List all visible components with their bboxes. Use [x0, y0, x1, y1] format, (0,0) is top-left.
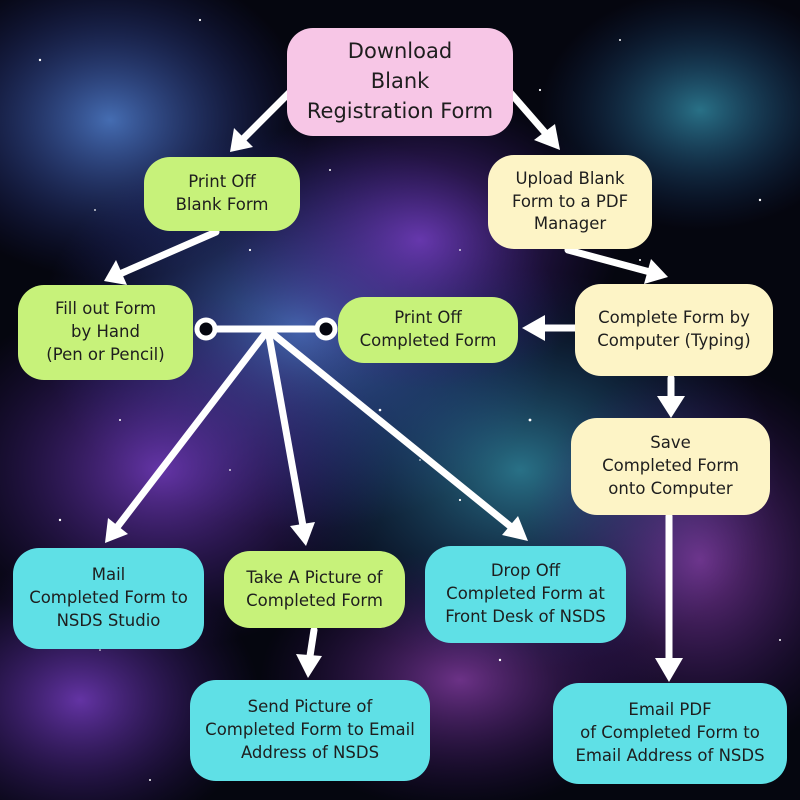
- node-save-completed-form: Save Completed Form onto Computer: [571, 418, 770, 515]
- node-label: Send Picture of Completed Form to Email …: [205, 697, 415, 762]
- node-label: Save Completed Form onto Computer: [602, 433, 739, 498]
- node-label: Email PDF of Completed Form to Email Add…: [575, 700, 765, 765]
- node-label: Mail Completed Form to NSDS Studio: [29, 565, 188, 630]
- node-download-blank-form: Download Blank Registration Form: [287, 28, 513, 136]
- node-print-off-blank-form: Print Off Blank Form: [144, 157, 300, 231]
- node-drop-off-front-desk: Drop Off Completed Form at Front Desk of…: [425, 546, 626, 643]
- node-take-picture: Take A Picture of Completed Form: [224, 551, 405, 628]
- node-label: Upload Blank Form to a PDF Manager: [511, 168, 629, 234]
- node-label: Print Off Completed Form: [359, 308, 497, 350]
- node-upload-to-pdf-manager: Upload Blank Form to a PDF Manager: [488, 155, 652, 249]
- node-complete-by-computer: Complete Form by Computer (Typing): [575, 284, 773, 376]
- node-send-picture-email: Send Picture of Completed Form to Email …: [190, 680, 430, 781]
- node-label: Drop Off Completed Form at Front Desk of…: [445, 561, 606, 626]
- node-label: Complete Form by Computer (Typing): [597, 308, 751, 350]
- node-label: Fill out Form by Hand (Pen or Pencil): [46, 299, 165, 364]
- node-label: Take A Picture of Completed Form: [246, 567, 383, 610]
- node-print-off-completed-form: Print Off Completed Form: [338, 297, 518, 363]
- node-email-pdf: Email PDF of Completed Form to Email Add…: [553, 683, 787, 784]
- node-label: Print Off Blank Form: [175, 172, 269, 214]
- node-fill-out-by-hand: Fill out Form by Hand (Pen or Pencil): [18, 285, 193, 380]
- node-label: Download Blank Registration Form: [306, 39, 494, 123]
- node-mail-to-studio: Mail Completed Form to NSDS Studio: [13, 548, 204, 649]
